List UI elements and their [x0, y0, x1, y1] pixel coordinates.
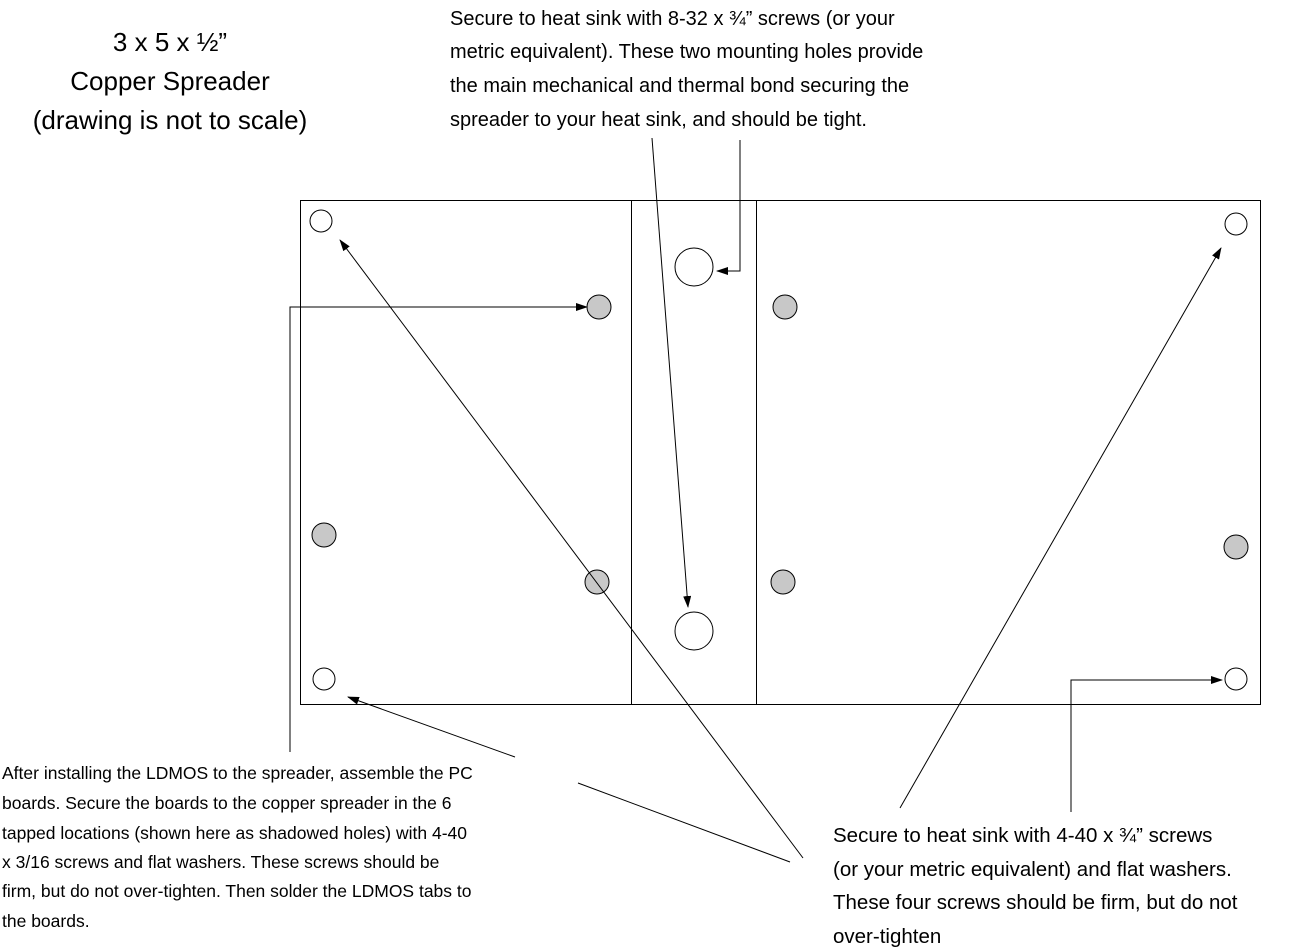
note-line: After installing the LDMOS to the spread… — [2, 763, 473, 783]
leader-line — [577, 782, 791, 863]
arrow-leader — [1070, 676, 1223, 812]
note-bottom-left: After installing the LDMOS to the spread… — [2, 763, 473, 931]
note-top: Secure to heat sink with 8-32 x ¾” screw… — [450, 8, 923, 131]
mounting-hole-icon — [674, 247, 714, 287]
mounting-hole-icon — [674, 611, 714, 651]
note-line: tapped locations (shown here as shadowed… — [2, 823, 467, 843]
note-line: (or your metric equivalent) and flat was… — [833, 858, 1232, 881]
note-line: x 3/16 screws and flat washers. These sc… — [2, 852, 439, 872]
tapped-hole-icon — [770, 569, 796, 595]
main-mounting-holes — [674, 247, 714, 651]
arrow-leader — [339, 239, 804, 859]
note-line: spreader to your heat sink, and should b… — [450, 109, 867, 131]
note-line: the boards. — [2, 911, 90, 931]
open-hole-icon — [312, 667, 336, 691]
note-line: Secure to heat sink with 8-32 x ¾” screw… — [450, 8, 895, 30]
tapped-hole-icon — [586, 294, 612, 320]
note-line: metric equivalent). These two mounting h… — [450, 41, 923, 63]
title-line: Copper Spreader — [70, 66, 270, 96]
open-hole-icon — [1224, 212, 1248, 236]
diagram-title: 3 x 5 x ½” Copper Spreader (drawing is n… — [33, 27, 308, 135]
arrow-leader — [651, 137, 692, 608]
title-line: 3 x 5 x ½” — [113, 27, 227, 57]
arrow-leader — [899, 247, 1222, 809]
note-line: over-tighten — [833, 925, 941, 948]
note-bottom-right: Secure to heat sink with 4-40 x ¾” screw… — [833, 824, 1238, 948]
corner-holes — [309, 209, 1248, 691]
note-line: Secure to heat sink with 4-40 x ¾” screw… — [833, 824, 1212, 847]
tapped-hole-icon — [772, 294, 798, 320]
arrow-leader — [716, 140, 741, 275]
note-line: firm, but do not over-tighten. Then sold… — [2, 881, 472, 901]
spreader-outline — [300, 200, 1261, 705]
tapped-hole-icon — [311, 522, 337, 548]
open-hole-icon — [309, 209, 333, 233]
note-line: boards. Secure the boards to the copper … — [2, 793, 451, 813]
tapped-hole-icon — [584, 569, 610, 595]
note-line: These four screws should be firm, but do… — [833, 891, 1238, 914]
arrow-leader — [347, 696, 516, 758]
leader-lines — [289, 137, 1223, 863]
note-line: the main mechanical and thermal bond sec… — [450, 75, 909, 97]
arrow-leader — [289, 303, 588, 752]
tapped-holes — [311, 294, 1249, 595]
open-hole-icon — [1224, 667, 1248, 691]
tapped-hole-icon — [1223, 534, 1249, 560]
title-line: (drawing is not to scale) — [33, 105, 308, 135]
